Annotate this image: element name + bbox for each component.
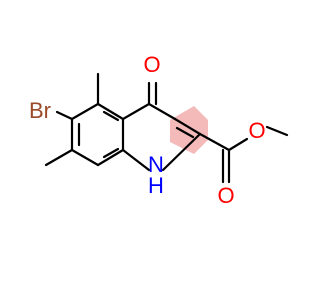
bond-c5-c6 (70, 102, 100, 121)
structure-diagram: Br O N H O O (29, 52, 289, 208)
bond-double-c5-c4a-inner (102, 110, 120, 122)
ester-carbonyl-oxygen-label: O (217, 183, 234, 208)
bond-c7-methyl (44, 148, 74, 167)
bond-n1-c8a (121, 148, 151, 172)
bond-c4a-c4 (121, 102, 151, 121)
bond-c3-c2 (173, 117, 202, 136)
bond-ester-o-methyl (265, 125, 289, 137)
bond-double-c3-c2-inner (175, 126, 195, 139)
bond-c4-c3 (147, 102, 177, 121)
bond-ester-carbon-o (227, 137, 249, 152)
bond-c7-c8 (70, 148, 100, 167)
bond-double-c8-c8a-inner (102, 147, 120, 159)
bond-c8-c8a (96, 148, 125, 167)
bond-c4a-c5 (96, 102, 125, 121)
highlight-region (170, 106, 208, 154)
ring-nitrogen-label: N (148, 152, 164, 177)
ring-carbonyl-oxygen-label: O (143, 52, 160, 77)
bond-c6-br (55, 110, 74, 121)
ester-ether-oxygen-label: O (248, 118, 265, 143)
ring-nh-hydrogen-label: H (148, 173, 164, 198)
bond-c2-ester-carbon (198, 132, 231, 152)
bond-c2-n1 (161, 132, 202, 172)
bromine-label: Br (29, 98, 51, 123)
molecule-canvas: Br O N H O O (29, 51, 289, 208)
